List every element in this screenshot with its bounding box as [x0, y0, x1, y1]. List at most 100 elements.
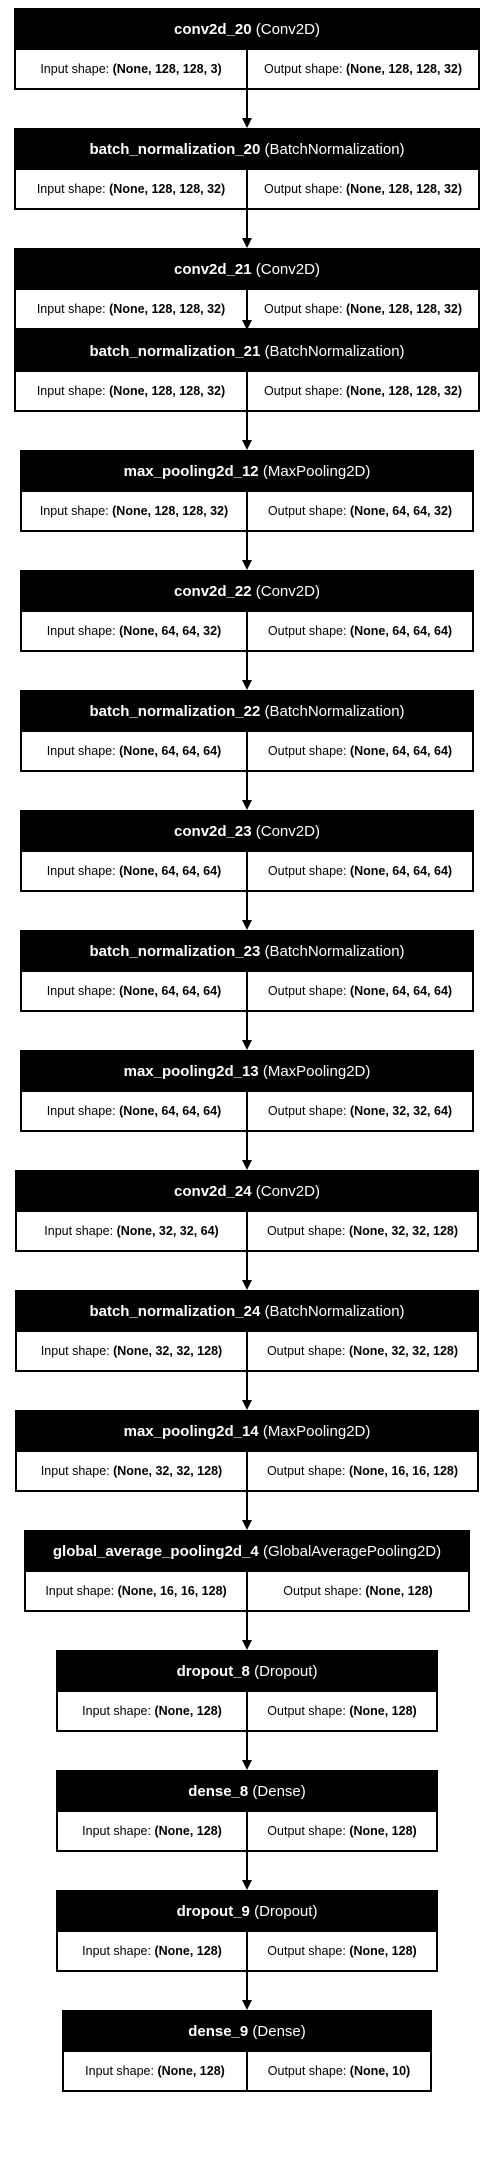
- layer-header: max_pooling2d_12 (MaxPooling2D): [22, 452, 472, 492]
- arrow-head: [242, 1040, 252, 1050]
- shape-row: Input shape: (None, 32, 32, 128)Output s…: [17, 1452, 477, 1490]
- shape-row: Input shape: (None, 128, 128, 32)Output …: [22, 492, 472, 530]
- layer-type: (Conv2D): [255, 823, 320, 840]
- layer-type: (GlobalAveragePooling2D): [262, 1543, 442, 1560]
- layer-type: (MaxPooling2D): [262, 463, 371, 480]
- input-shape-cell: Input shape: (None, 64, 64, 32): [22, 612, 246, 650]
- output-shape-label: Output shape:: [267, 744, 347, 758]
- arrow-head: [242, 800, 252, 810]
- output-shape-cell: Output shape: (None, 128, 128, 32): [246, 50, 478, 88]
- arrow-head: [242, 1640, 252, 1650]
- layer-box: conv2d_22 (Conv2D)Input shape: (None, 64…: [20, 570, 474, 652]
- layer-header: max_pooling2d_14 (MaxPooling2D): [17, 1412, 477, 1452]
- layer-type: (Dense): [252, 1783, 306, 1800]
- connector-line: [246, 1852, 248, 1881]
- layer-header: batch_normalization_23 (BatchNormalizati…: [22, 932, 472, 972]
- shape-row: Input shape: (None, 128, 128, 32)Output …: [16, 372, 478, 410]
- layer-type: (BatchNormalization): [264, 1303, 405, 1320]
- output-shape-label: Output shape:: [267, 1104, 347, 1118]
- output-shape-cell: Output shape: (None, 128, 128, 32): [246, 170, 478, 208]
- layer-header: batch_normalization_20 (BatchNormalizati…: [16, 130, 478, 170]
- arrow-head: [242, 440, 252, 450]
- shape-row: Input shape: (None, 64, 64, 64)Output sh…: [22, 852, 472, 890]
- connector-line: [246, 892, 248, 921]
- connector-line: [246, 1732, 248, 1761]
- input-shape-label: Input shape:: [40, 1344, 110, 1358]
- output-shape-value: (None, 64, 64, 64): [349, 744, 453, 758]
- layer-name: batch_normalization_20: [89, 141, 261, 158]
- input-shape-value: (None, 32, 32, 128): [113, 1344, 223, 1358]
- output-shape-value: (None, 128, 128, 32): [345, 62, 463, 76]
- layer-header: conv2d_21 (Conv2D): [16, 250, 478, 290]
- layer-box: dropout_8 (Dropout)Input shape: (None, 1…: [56, 1650, 438, 1732]
- input-shape-value: (None, 32, 32, 128): [113, 1464, 223, 1478]
- layer-type: (MaxPooling2D): [262, 1063, 371, 1080]
- layer-name: batch_normalization_22: [89, 703, 261, 720]
- input-shape-cell: Input shape: (None, 128): [58, 1812, 246, 1850]
- arrow-head: [242, 680, 252, 690]
- layer-type: (Conv2D): [255, 1183, 320, 1200]
- layer-header: conv2d_23 (Conv2D): [22, 812, 472, 852]
- layer-header: conv2d_20 (Conv2D): [16, 10, 478, 50]
- layer-box: batch_normalization_21 (BatchNormalizati…: [14, 330, 480, 412]
- layer-name: batch_normalization_21: [89, 343, 261, 360]
- output-shape-label: Output shape:: [267, 624, 347, 638]
- input-shape-label: Input shape:: [40, 62, 110, 76]
- input-shape-cell: Input shape: (None, 128, 128, 32): [16, 170, 246, 208]
- layer-type: (BatchNormalization): [264, 141, 405, 158]
- output-shape-cell: Output shape: (None, 32, 32, 64): [246, 1092, 472, 1130]
- layer-box: batch_normalization_23 (BatchNormalizati…: [20, 930, 474, 1012]
- output-shape-value: (None, 64, 64, 64): [349, 864, 453, 878]
- output-shape-cell: Output shape: (None, 64, 64, 64): [246, 972, 472, 1010]
- shape-row: Input shape: (None, 64, 64, 32) Output sh…: [22, 612, 472, 650]
- input-shape-value: (None, 64, 64, 64): [119, 984, 222, 998]
- shape-row: Input shape: (None, 128)Output shape: (N…: [58, 1932, 436, 1970]
- layer-box: dense_9 (Dense)Input shape: (None, 128)O…: [62, 2010, 432, 2092]
- output-shape-cell: Output shape: (None, 128, 128, 32): [246, 372, 478, 410]
- input-shape-value: (None, 128, 128, 32): [109, 302, 226, 316]
- output-shape-value: (None, 128, 128, 32): [345, 302, 463, 316]
- layer-name: dropout_8: [176, 1663, 250, 1680]
- output-shape-value: (None, 16, 16, 128): [348, 1464, 459, 1478]
- shape-row: Input shape: (None, 32, 32, 128)Output s…: [17, 1332, 477, 1370]
- input-shape-value: (None, 64, 64, 64): [119, 864, 222, 878]
- input-shape-value: (None, 64, 64, 32): [119, 624, 222, 638]
- connector-line: [246, 532, 248, 561]
- arrow-head: [242, 2000, 252, 2010]
- output-shape-cell: Output shape: (None, 32, 32, 128): [246, 1212, 477, 1250]
- connector-line: [246, 1012, 248, 1041]
- layer-type: (Conv2D): [255, 583, 320, 600]
- input-shape-label: Input shape:: [46, 1104, 116, 1118]
- output-shape-value: (None, 64, 64, 64): [349, 984, 453, 998]
- input-shape-label: Input shape:: [45, 1584, 115, 1598]
- layer-box: dropout_9 (Dropout)Input shape: (None, 1…: [56, 1890, 438, 1972]
- layer-header: max_pooling2d_13 (MaxPooling2D): [22, 1052, 472, 1092]
- output-shape-label: Output shape:: [267, 864, 347, 878]
- layer-box: batch_normalization_20 (BatchNormalizati…: [14, 128, 480, 210]
- arrow-head: [242, 1400, 252, 1410]
- layer-type: (Dense): [252, 2023, 306, 2040]
- input-shape-value: (None, 128): [157, 2064, 225, 2078]
- shape-row: Input shape: (None, 64, 64, 64)Output sh…: [22, 732, 472, 770]
- output-shape-value: (None, 128, 128, 32): [345, 182, 463, 196]
- layer-box: max_pooling2d_13 (MaxPooling2D) Input sha…: [20, 1050, 474, 1132]
- output-shape-value: (None, 32, 32, 128): [348, 1344, 459, 1358]
- output-shape-cell: Output shape: (None, 128): [246, 1692, 436, 1730]
- input-shape-cell: Input shape: (None, 128): [64, 2052, 246, 2090]
- layer-box: dense_8 (Dense)Input shape: (None, 128)O…: [56, 1770, 438, 1852]
- input-shape-value: (None, 16, 16, 128): [117, 1584, 227, 1598]
- layer-box: conv2d_24 (Conv2D)Input shape: (None, 32…: [15, 1170, 479, 1252]
- layer-type: (MaxPooling2D): [262, 1423, 371, 1440]
- arrow-head: [242, 1760, 252, 1770]
- arrow-head: [242, 1520, 252, 1530]
- input-shape-label: Input shape:: [85, 2064, 154, 2078]
- input-shape-label: Input shape:: [44, 1224, 114, 1238]
- output-shape-value: (None, 128, 128, 32): [345, 384, 463, 398]
- input-shape-label: Input shape:: [39, 504, 109, 518]
- layer-type: (BatchNormalization): [264, 703, 405, 720]
- layer-type: (Dropout): [254, 1663, 318, 1680]
- output-shape-value: (None, 128): [349, 1824, 417, 1838]
- output-shape-label: Output shape:: [263, 302, 343, 316]
- output-shape-cell: Output shape: (None, 64, 64, 32): [246, 492, 472, 530]
